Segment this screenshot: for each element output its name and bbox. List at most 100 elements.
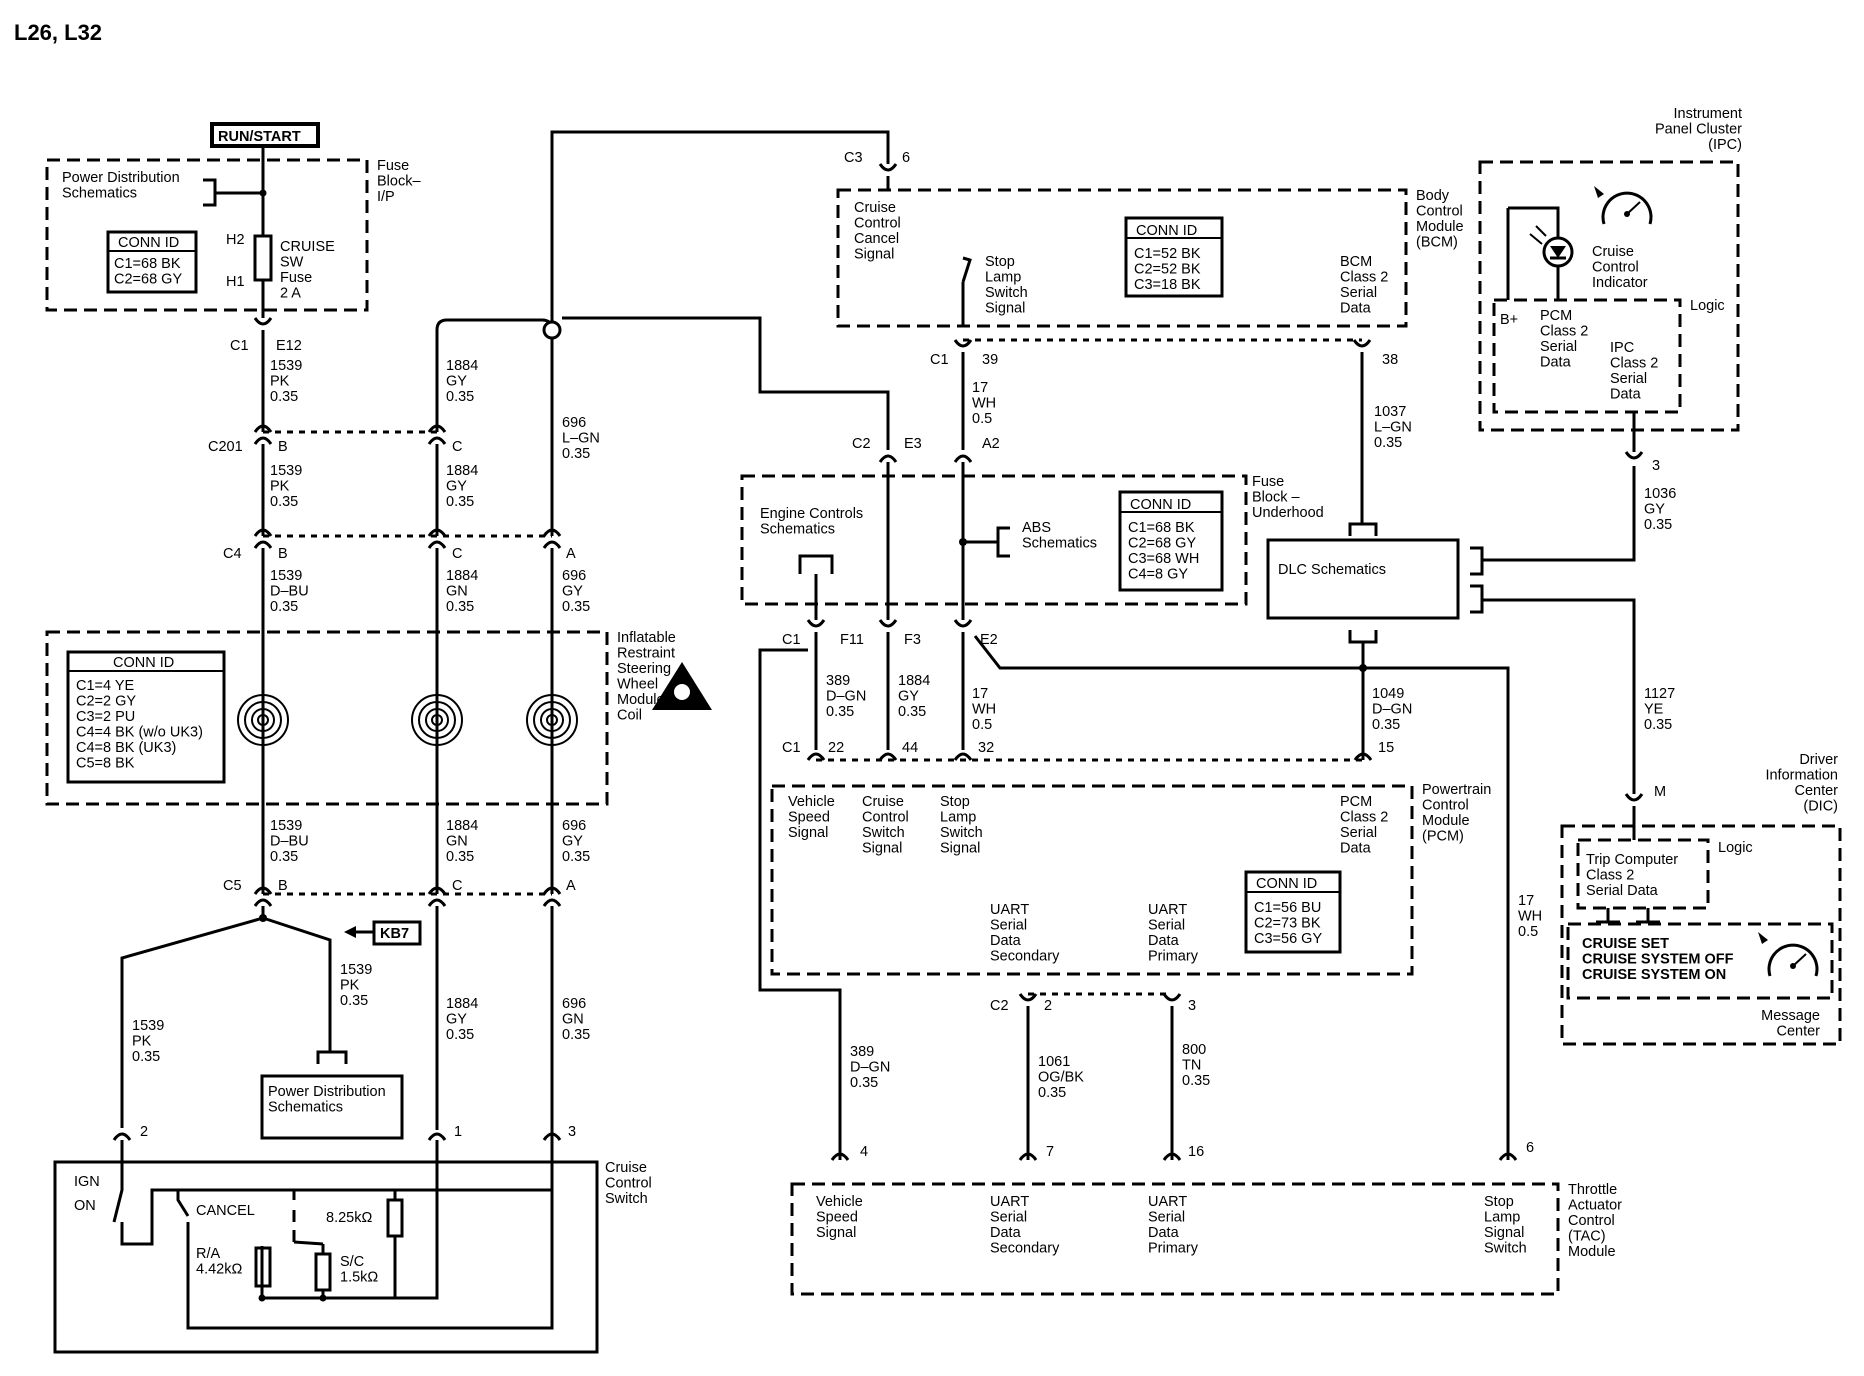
text-line: R/A xyxy=(196,1246,221,1262)
text-line: 1884 xyxy=(446,996,478,1012)
warning-triangle-icon xyxy=(652,662,712,710)
text-line: Signal xyxy=(816,1225,856,1241)
text-line: Stop xyxy=(1484,1194,1514,1210)
text-line: C1=68 BK xyxy=(114,256,181,272)
on-label: ON xyxy=(74,1198,96,1214)
text-line: Speed xyxy=(788,810,830,826)
text-line: Cruise xyxy=(862,794,904,810)
text-line: Data xyxy=(990,1225,1022,1241)
text-line: Serial xyxy=(1148,918,1185,934)
text-line: Control xyxy=(1422,798,1469,814)
text-line: PCM xyxy=(1540,308,1572,324)
text-line: Signal xyxy=(854,247,894,263)
text-line: C4=4 BK (w/o UK3) xyxy=(76,725,203,741)
conn-id-title: CONN ID xyxy=(1136,223,1197,239)
text-line: 0.35 xyxy=(446,389,474,405)
ign-label: IGN xyxy=(74,1174,100,1190)
text-line: Primary xyxy=(1148,1241,1199,1257)
text-line: 1.5kΩ xyxy=(340,1270,378,1286)
text-line: C1=52 BK xyxy=(1134,246,1201,262)
text-line: Panel Cluster xyxy=(1655,122,1742,138)
text-line: D–GN xyxy=(826,689,866,705)
text-line: GN xyxy=(446,584,468,600)
pin-1: 1 xyxy=(454,1124,462,1140)
resistor-icon xyxy=(386,1198,404,1238)
conn-c2: C2 xyxy=(852,436,871,452)
b-plus-label: B+ xyxy=(1500,312,1518,328)
conn-c5: C5 xyxy=(223,878,242,894)
text-line: 0.35 xyxy=(270,849,298,865)
text-line: 0.35 xyxy=(898,704,926,720)
text-line: Fuse xyxy=(280,270,312,286)
text-line: 0.35 xyxy=(562,849,590,865)
text-line: Control xyxy=(1568,1213,1615,1229)
text-line: 1539 xyxy=(270,818,302,834)
text-line: Indicator xyxy=(1592,275,1648,291)
pin-a: A xyxy=(566,878,576,894)
text-line: Lamp xyxy=(985,270,1021,286)
text-line: Data xyxy=(1148,933,1180,949)
text-line: Switch xyxy=(1484,1241,1527,1257)
text-line: (TAC) xyxy=(1568,1229,1606,1245)
text-line: Center xyxy=(1776,1024,1820,1040)
text-line: Fuse xyxy=(1252,474,1284,490)
pin-16: 16 xyxy=(1188,1144,1204,1160)
text-line: 389 xyxy=(826,673,850,689)
pin-b: B xyxy=(278,439,288,455)
conn-c201: C201 xyxy=(208,439,243,455)
resistor-825-label: 8.25kΩ xyxy=(326,1210,372,1226)
diagram-title: L26, L32 xyxy=(14,20,102,45)
text-line: I/P xyxy=(377,189,395,205)
pin-b: B xyxy=(278,546,288,562)
text-line: CRUISE SYSTEM ON xyxy=(1582,967,1726,983)
pin-e2: E2 xyxy=(980,632,998,648)
text-line: 0.35 xyxy=(1374,435,1402,451)
text-line: 1539 xyxy=(270,568,302,584)
text-line: Class 2 xyxy=(1340,270,1388,286)
text-line: 17 xyxy=(1518,893,1534,909)
text-line: Speed xyxy=(816,1210,858,1226)
text-line: L–GN xyxy=(1374,420,1412,436)
dlc-connector: DLC Schematics xyxy=(1266,466,1636,794)
text-line: 0.35 xyxy=(1182,1073,1210,1089)
text-line: 1884 xyxy=(446,568,478,584)
pin-4: 4 xyxy=(860,1144,868,1160)
connector-caps-left xyxy=(253,317,562,907)
text-line: Vehicle xyxy=(816,1194,863,1210)
text-line: 696 xyxy=(562,415,586,431)
pin-2: 2 xyxy=(140,1124,148,1140)
text-line: 0.35 xyxy=(270,389,298,405)
text-line: 0.35 xyxy=(826,704,854,720)
text-line: PK xyxy=(270,479,290,495)
text-line: C5=8 BK xyxy=(76,756,135,772)
pin-f3: F3 xyxy=(904,632,921,648)
text-line: 0.35 xyxy=(132,1049,160,1065)
text-line: Engine Controls xyxy=(760,506,863,522)
text-line: C3=68 WH xyxy=(1128,551,1199,567)
text-line: Data xyxy=(1610,387,1642,403)
text-line: Cancel xyxy=(854,231,899,247)
